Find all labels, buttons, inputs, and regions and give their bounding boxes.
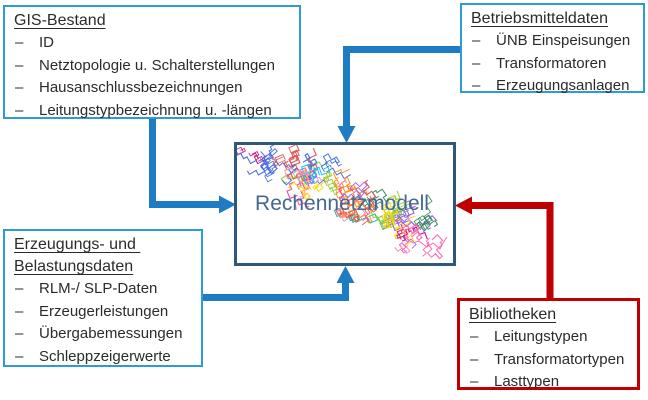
item-label: ID (39, 34, 54, 51)
dash-bullet: – (472, 32, 481, 49)
box-betriebsmitteldaten-title: Betriebsmitteldaten (471, 10, 608, 27)
dash-bullet: – (15, 302, 24, 320)
box-gis-bestand: GIS-Bestand – ID – Netztopologie u. Scha… (3, 5, 301, 119)
dash-bullet: – (472, 77, 481, 94)
item-label: Leitungstypen (494, 328, 588, 345)
item-label: Übergabemessungen (39, 325, 183, 342)
arrow-bibliotheken-line (470, 202, 554, 299)
item-label: Transformatortypen (494, 350, 625, 368)
item-label: Lasttypen (494, 373, 560, 390)
box-gis-title: GIS-Bestand (14, 12, 106, 29)
list-item: – ÜNB Einspeisungen (462, 30, 643, 53)
item-label: Hausanschlussbezeichnungen (39, 79, 243, 96)
box-betriebsmitteldaten-items: – ÜNB Einspeisungen – Transformatoren – … (462, 30, 643, 98)
network-map-image (237, 145, 448, 260)
item-label: Transformatoren (496, 54, 607, 72)
list-item: – Netztopologie u. Schalterstellungen (5, 55, 299, 78)
arrow-bibliotheken-to-model (455, 196, 554, 299)
list-item: – Erzeugungsanlagen (462, 75, 643, 98)
arrow-betriebsmittel-to-model (337, 46, 461, 143)
list-item: – Leitungstypbezeichnung u. -längen (5, 100, 299, 123)
dash-bullet: – (470, 328, 479, 345)
box-erzeugungs-belastungsdaten: Erzeugungs- und Belastungsdaten – RLM-/ … (3, 229, 203, 367)
list-item: – RLM-/ SLP-Daten (5, 278, 201, 301)
center-label: Rechennetzmodell (255, 192, 429, 215)
arrow-gis-to-model (149, 119, 236, 214)
arrow-erzeugung-head (336, 266, 355, 283)
box-erzeugungs-belastungsdaten-title: Erzeugungs- und Belastungsdaten (14, 236, 141, 275)
dash-bullet: – (15, 101, 24, 119)
box-gis-items: – ID – Netztopologie u. Schalterstellung… (5, 32, 299, 122)
list-item: – Transformatortypen (460, 349, 637, 372)
list-item: – Erzeugerleistungen (5, 301, 201, 324)
list-item: – Schleppzeigerwerte (5, 346, 201, 369)
item-label: Leitungstypbezeichnung u. -längen (39, 101, 272, 119)
item-label: Schleppzeigerwerte (39, 347, 171, 365)
box-bibliotheken-items: – Leitungstypen – Transformatortypen – L… (460, 326, 637, 394)
dash-bullet: – (15, 56, 24, 74)
dash-bullet: – (470, 373, 479, 390)
list-item: – Hausanschlussbezeichnungen (5, 77, 299, 100)
dash-bullet: – (15, 280, 24, 297)
box-rechennetzmodell: Rechennetzmodell (234, 142, 456, 266)
arrow-erzeugung-line (202, 281, 349, 301)
arrow-betriebsmittel-line (343, 46, 461, 129)
item-label: Erzeugungsanlagen (496, 77, 630, 94)
item-label: Netztopologie u. Schalterstellungen (39, 56, 275, 74)
list-item: – Übergabemessungen (5, 323, 201, 346)
arrow-bibliotheken-head (455, 196, 472, 215)
arrow-betriebsmittel-head (337, 126, 356, 143)
box-erzeugungs-belastungsdaten-items: – RLM-/ SLP-Daten – Erzeugerleistungen –… (5, 278, 201, 368)
item-label: Erzeugerleistungen (39, 302, 169, 320)
list-item: – Leitungstypen (460, 326, 637, 349)
dash-bullet: – (15, 79, 24, 96)
arrow-gis-line (149, 119, 221, 208)
list-item: – ID (5, 32, 299, 55)
box-bibliotheken-title: Bibliotheken (469, 306, 557, 323)
item-label: RLM-/ SLP-Daten (39, 280, 158, 297)
list-item: – Transformatoren (462, 53, 643, 76)
box-bibliotheken: Bibliotheken – Leitungstypen – Transform… (457, 298, 640, 390)
dash-bullet: – (472, 54, 481, 72)
list-item: – Lasttypen (460, 371, 637, 394)
arrow-erzeugung-to-model (202, 266, 355, 301)
box-betriebsmitteldaten: Betriebsmitteldaten – ÜNB Einspeisungen … (460, 3, 645, 94)
item-label: ÜNB Einspeisungen (496, 32, 631, 49)
dash-bullet: – (15, 325, 24, 342)
dash-bullet: – (15, 347, 24, 365)
dash-bullet: – (470, 350, 479, 368)
dash-bullet: – (15, 34, 24, 51)
